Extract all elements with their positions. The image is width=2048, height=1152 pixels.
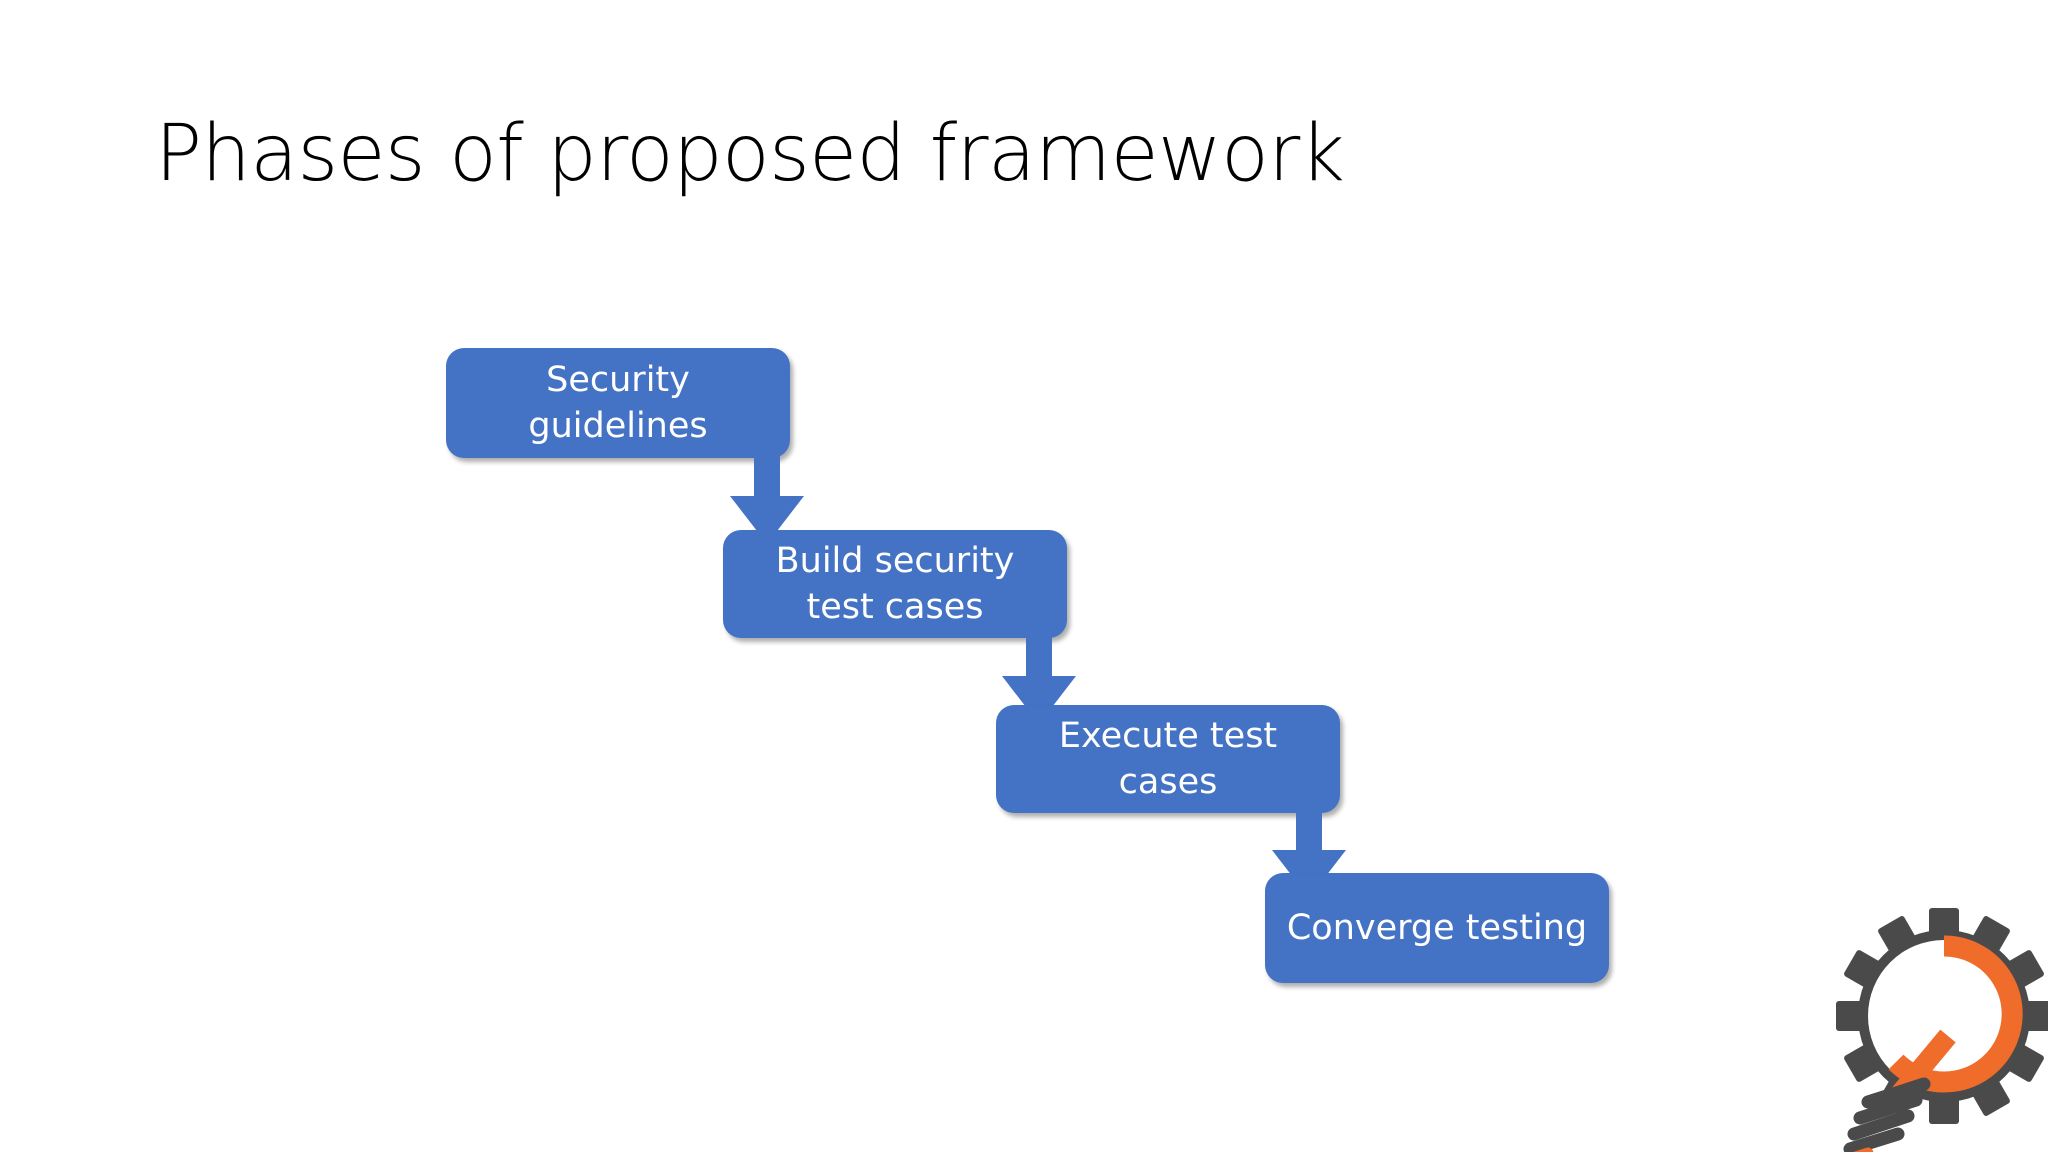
flow-step-label: Converge testing [1286, 907, 1588, 948]
arrow-down-icon-connector-2 [1002, 632, 1076, 724]
flow-step-label: Build security test cases [775, 540, 1015, 627]
page-title: Phases of proposed framework [155, 109, 1345, 199]
arrow-down-icon-connector-1 [730, 452, 804, 544]
gear-lightbulb-icon [1826, 906, 2048, 1152]
arrow-down-icon-connector-3 [1272, 806, 1346, 898]
flow-step-security-guidelines[interactable]: Security guidelines [446, 348, 790, 458]
flow-step-build-security-test-cases[interactable]: Build security test cases [723, 530, 1067, 638]
flow-step-execute-test-cases[interactable]: Execute test cases [996, 705, 1340, 813]
flow-step-label: Execute test cases [1058, 715, 1278, 802]
flow-step-label: Security guidelines [528, 359, 708, 446]
flow-step-converge-testing[interactable]: Converge testing [1265, 873, 1609, 983]
